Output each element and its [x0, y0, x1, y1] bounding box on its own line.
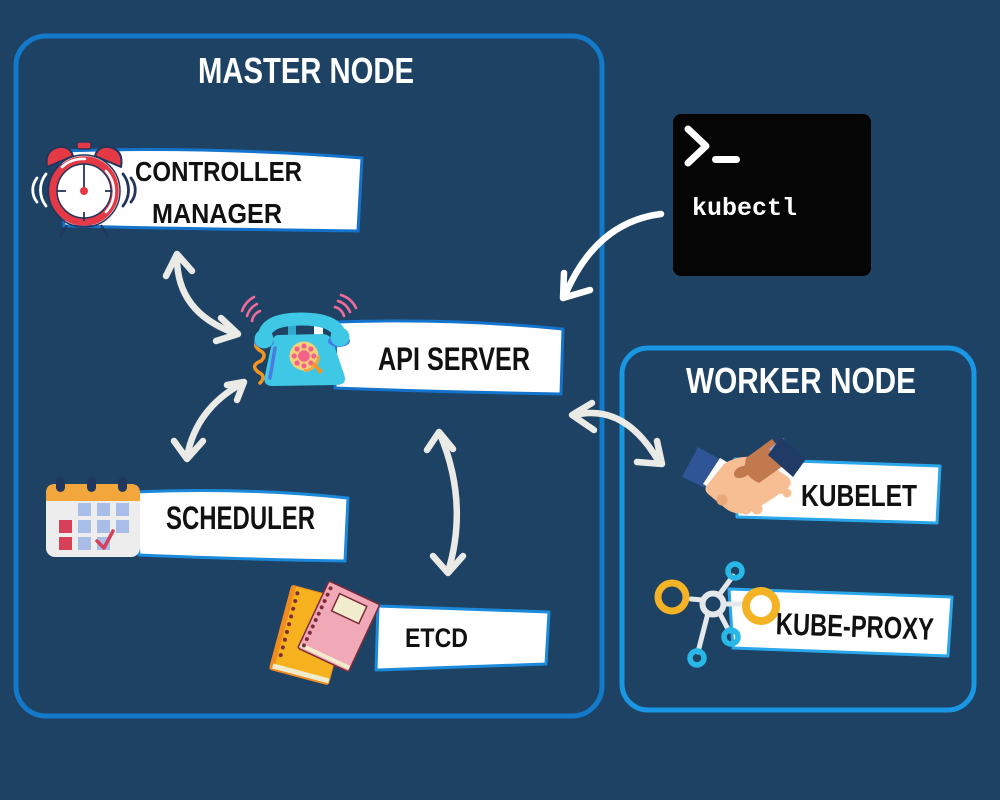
svg-text:KUBELET: KUBELET [801, 478, 917, 513]
svg-text:MASTER NODE: MASTER NODE [198, 50, 414, 91]
svg-text:MANAGER: MANAGER [152, 198, 282, 229]
svg-text:CONTROLLER: CONTROLLER [135, 156, 302, 187]
svg-text:SCHEDULER: SCHEDULER [166, 500, 315, 536]
svg-text:API SERVER: API SERVER [378, 341, 530, 377]
svg-text:kubectl: kubectl [692, 194, 797, 223]
svg-text:KUBE-PROXY: KUBE-PROXY [775, 606, 934, 647]
svg-text:ETCD: ETCD [405, 623, 468, 653]
svg-text:WORKER NODE: WORKER NODE [686, 360, 916, 401]
